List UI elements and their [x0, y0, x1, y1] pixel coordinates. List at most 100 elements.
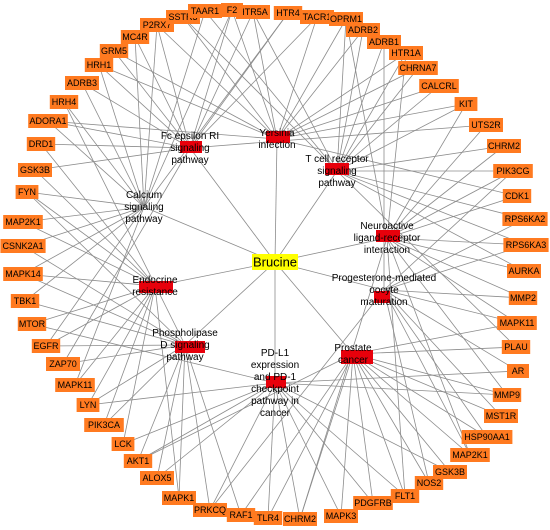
gene-node-taar1[interactable]: TAAR1	[188, 4, 222, 18]
gene-node-lck[interactable]: LCK	[111, 437, 135, 451]
gene-label: FYN	[18, 187, 36, 197]
gene-node-hrh4[interactable]: HRH4	[49, 95, 79, 109]
gene-node-pdgfrb[interactable]: PDGFRB	[353, 496, 393, 510]
pathway-node-box	[180, 141, 202, 153]
edge-line	[189, 9, 233, 149]
gene-node-ar[interactable]: AR	[507, 364, 529, 378]
gene-node-hsp90aa1[interactable]: HSP90AA1	[461, 430, 513, 444]
gene-node-cdk1[interactable]: CDK1	[502, 189, 532, 203]
gene-label: GSK3B	[20, 165, 50, 175]
gene-node-pik3cg[interactable]: PIK3CG	[493, 164, 533, 178]
gene-node-htr4[interactable]: HTR4	[273, 6, 303, 20]
gene-node-mapk11[interactable]: MAPK11	[55, 378, 95, 392]
gene-node-rps6ka2[interactable]: RPS6KA2	[502, 212, 548, 226]
gene-node-chrna7[interactable]: CHRNA7	[398, 61, 438, 75]
gene-node-f2[interactable]: F2	[221, 3, 243, 17]
gene-node-prkcq[interactable]: PRKCQ	[193, 503, 227, 517]
gene-node-kit[interactable]: KIT	[454, 97, 478, 111]
gene-node-chrm2[interactable]: CHRM2	[283, 512, 317, 526]
gene-node-drd1[interactable]: DRD1	[26, 137, 56, 151]
gene-node-calcrl[interactable]: CALCRL	[419, 79, 459, 93]
gene-node-grm5[interactable]: GRM5	[99, 44, 129, 58]
gene-node-flt1[interactable]: FLT1	[390, 489, 420, 503]
gene-node-mc4r[interactable]: MC4R	[120, 30, 150, 44]
gene-node-mapk11[interactable]: MAPK11	[497, 316, 537, 330]
gene-label: RAF1	[229, 510, 252, 520]
gene-label: MC4R	[122, 32, 148, 42]
gene-node-akt1[interactable]: AKT1	[123, 454, 153, 468]
gene-node-rps6ka3[interactable]: RPS6KA3	[503, 238, 549, 252]
gene-node-pik3ca[interactable]: PIK3CA	[84, 418, 124, 432]
gene-node-adora1[interactable]: ADORA1	[28, 114, 68, 128]
gene-node-lyn[interactable]: LYN	[76, 398, 100, 412]
gene-node-csnk2a1[interactable]: CSNK2A1	[0, 239, 46, 253]
gene-node-raf1[interactable]: RAF1	[226, 508, 256, 522]
gene-node-chrm2[interactable]: CHRM2	[487, 139, 521, 153]
gene-node-tbk1[interactable]: TBK1	[10, 294, 40, 308]
edge-line	[274, 382, 508, 396]
gene-node-gsk3b[interactable]: GSK3B	[433, 465, 467, 479]
gene-label: ADORA1	[29, 116, 66, 126]
gene-node-box	[433, 465, 467, 479]
gene-node-map2k1[interactable]: MAP2K1	[450, 448, 490, 462]
gene-node-tlr4[interactable]: TLR4	[253, 511, 283, 525]
compound-node-brucine[interactable]: Brucine	[252, 254, 298, 270]
gene-label: F2	[227, 5, 238, 15]
gene-node-gsk3b[interactable]: GSK3B	[18, 163, 52, 177]
gene-node-hrh1[interactable]: HRH1	[84, 58, 114, 72]
gene-node-aurka[interactable]: AURKA	[507, 264, 541, 278]
edge-line	[103, 285, 156, 426]
gene-node-adrb3[interactable]: ADRB3	[65, 76, 99, 90]
edge-line	[98, 64, 145, 208]
gene-node-mtor[interactable]: MTOR	[17, 317, 47, 331]
gene-node-alox5[interactable]: ALOX5	[140, 471, 174, 485]
gene-node-mmp2[interactable]: MMP2	[508, 291, 538, 305]
gene-node-htr5a[interactable]: HTR5A	[236, 5, 270, 19]
gene-node-mapk3[interactable]: MAPK3	[324, 509, 358, 523]
gene-node-nos2[interactable]: NOS2	[414, 476, 444, 490]
edge-line	[134, 36, 145, 208]
gene-node-egfr[interactable]: EGFR	[31, 339, 61, 353]
gene-node-mapk1[interactable]: MAPK1	[162, 491, 196, 505]
gene-node-p2rx7[interactable]: P2RX7	[140, 18, 174, 32]
gene-node-box	[140, 18, 174, 32]
gene-node-oprm1[interactable]: OPRM1	[329, 12, 363, 26]
gene-node-mmp9[interactable]: MMP9	[492, 388, 522, 402]
edge-line	[386, 145, 505, 239]
gene-label: CHRM2	[488, 141, 520, 151]
gene-node-fyn[interactable]: FYN	[15, 185, 39, 199]
edge-line	[336, 170, 517, 348]
gene-node-mst1r[interactable]: MST1R	[484, 409, 518, 423]
gene-label: KIT	[459, 99, 474, 109]
gene-node-plau[interactable]: PLAU	[501, 340, 531, 354]
gene-node-tacr1[interactable]: TACR1	[300, 10, 334, 24]
gene-node-map2k1[interactable]: MAP2K1	[3, 215, 43, 229]
edge-line	[274, 170, 338, 263]
pathway-node-box	[374, 291, 390, 303]
gene-label: AURKA	[508, 266, 539, 276]
edge-line	[143, 12, 289, 208]
gene-node-adrb2[interactable]: ADRB2	[346, 23, 380, 37]
gene-node-uts2r[interactable]: UTS2R	[469, 118, 503, 132]
edge-line	[386, 195, 518, 239]
gene-node-htr1a[interactable]: HTR1A	[389, 46, 423, 60]
gene-node-box	[236, 5, 270, 19]
gene-node-zap70[interactable]: ZAP70	[46, 357, 80, 371]
gene-node-box	[221, 3, 243, 17]
gene-node-box	[31, 339, 61, 353]
gene-node-adrb1[interactable]: ADRB1	[367, 35, 401, 49]
gene-node-mapk14[interactable]: MAPK14	[3, 267, 43, 281]
gene-label: MAPK11	[500, 318, 535, 328]
edge-line	[240, 353, 354, 516]
